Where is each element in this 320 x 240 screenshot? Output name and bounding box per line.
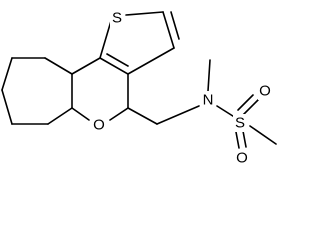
bond xyxy=(109,107,129,121)
sulfonyl-oxygen-top-label: O xyxy=(259,83,271,100)
bond xyxy=(242,130,247,148)
bond xyxy=(242,99,259,116)
bond xyxy=(106,53,129,67)
bond xyxy=(1,57,13,91)
bond xyxy=(44,57,73,75)
ring-oxygen-label: O xyxy=(93,117,105,134)
sulfonyl-sulfur-label: S xyxy=(235,115,245,132)
bond xyxy=(235,131,240,149)
sulfonyl-oxygen-bottom-label: O xyxy=(236,150,248,167)
bond xyxy=(125,11,164,16)
bond xyxy=(71,57,101,75)
bond xyxy=(207,59,211,92)
bond xyxy=(156,105,200,125)
bond-lines xyxy=(1,11,277,149)
bond xyxy=(99,57,129,75)
bond xyxy=(127,47,175,75)
bond xyxy=(237,94,254,111)
bond xyxy=(127,107,158,125)
bond xyxy=(99,20,112,59)
bond xyxy=(71,107,90,121)
bond xyxy=(249,125,277,145)
bond xyxy=(216,105,237,119)
amine-nitrogen-label: N xyxy=(203,92,214,109)
molecule-diagram: S O N S O O xyxy=(1,9,277,167)
bond xyxy=(170,11,180,40)
thiophene-sulfur-label: S xyxy=(112,10,122,27)
bond xyxy=(1,89,13,125)
atom-labels: S O N S O O xyxy=(92,9,273,167)
bond xyxy=(162,11,175,49)
bond xyxy=(47,107,73,125)
